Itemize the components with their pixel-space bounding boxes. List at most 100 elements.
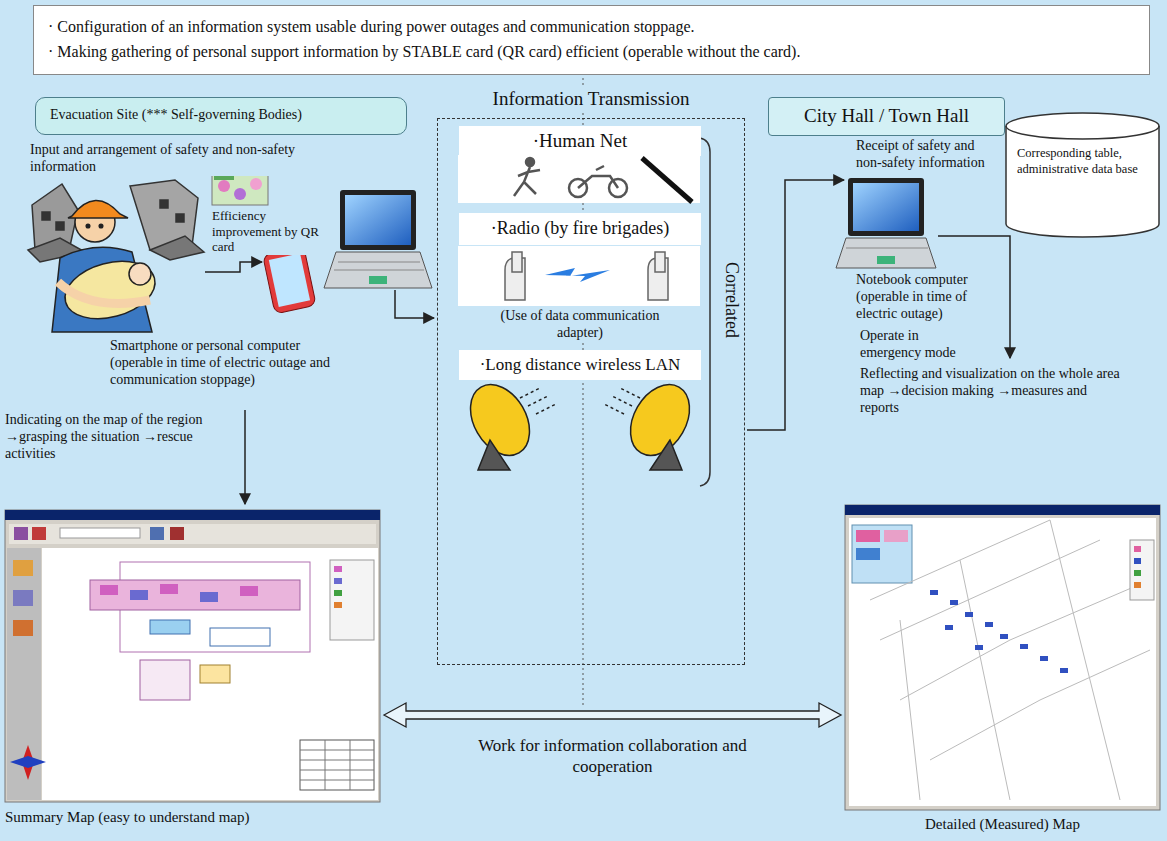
detailed-map-screenshot-part-part [960,560,1010,800]
detailed-map-screenshot-part-part [985,622,993,627]
detailed-map-screenshot-part-part [1020,644,1028,649]
flower-photo-part [234,188,246,200]
rubble-illustration-part [56,222,64,230]
laptop-icon-part [836,238,936,268]
detailed-map-screenshot-part-part [1050,520,1120,800]
summary-map-screenshot-part [200,592,218,602]
detailed-map-screenshot-part [1134,582,1141,588]
summary-map: Summary Map (easy to understand map) [5,510,380,802]
human-net-icons-part-part [578,166,618,188]
human-net-icons-part [458,155,700,203]
rescuer-illustration [52,200,161,332]
summary-map-screenshot-part [240,586,258,596]
annotation-text: Operate in emergency mode [860,328,970,362]
correlation-bracket [700,138,710,486]
rubble-illustration-part [150,236,204,260]
node-text: Evacuation Site (*** Self-governing Bodi… [50,107,392,124]
detailed-map-screenshot-part-part [1040,656,1048,661]
rescuer-illustration-part [68,200,128,218]
detailed-map-screenshot-part-part [1060,668,1068,673]
transmission-frame: Information Transmission·Human Net·Radio… [437,118,745,665]
flower-photo-part [250,178,262,190]
radio-icons-part-part [512,252,522,272]
rescuer-illustration-part [129,263,151,285]
requirements-box: · Configuration of an information system… [33,5,1150,75]
summary-map-screenshot-part [150,620,190,634]
human-net-icons-part [514,158,627,197]
summary-map-screenshot-part [5,510,380,802]
radio-icons-part-part [655,252,665,272]
laptop-icon-part [340,190,416,250]
laptop-icon-part [848,178,924,236]
annotation-text: (Use of data communication adapter) [478,308,682,342]
laptop-icon-part [846,248,928,249]
detailed-map-screenshot [845,505,1160,810]
summary-map-screenshot-part [334,578,342,584]
detailed-map-screenshot-part-part [930,590,938,595]
annotation-text: Input and arrangement of safety and non-… [30,142,330,176]
human-net-icons-part [642,158,692,202]
laptop-icon-part [369,276,387,284]
summary-map-screenshot-part [334,566,342,572]
flower-photo-part [218,180,230,192]
rubble-illustration-part [42,212,50,220]
node-text: Summary Map (easy to understand map) [5,808,380,826]
detailed-map-screenshot-part-part [1000,634,1008,639]
node-text: ·Human Net [465,130,695,152]
detailed-map: Detailed (Measured) Map [845,505,1160,810]
human-net-icons-part-part [526,158,534,166]
annotation-text: Notebook computer (operable in time of e… [856,272,996,322]
detailed-map-screenshot-part-part [900,580,1150,700]
radio-icons-part [505,252,668,300]
annotation-text: Reflecting and visualization on the whol… [860,366,1122,416]
node-text: · Configuration of an information system… [48,15,1135,40]
rescuer-illustration-part [99,224,103,228]
summary-map-screenshot-part [130,590,148,600]
summary-map-screenshot-part [300,740,374,790]
detailed-map-screenshot-part [930,590,1068,673]
detailed-map-screenshot-part [845,505,1160,515]
flow-arrow [395,290,434,318]
node-body-text: · Making gathering of personal support i… [48,40,1135,65]
antenna-dishes-part [520,388,556,414]
site-header-box: Evacuation Site (*** Self-governing Bodi… [35,97,407,135]
summary-map-screenshot-part [13,620,33,636]
summary-map-screenshot-part [100,585,118,595]
laptop-icon-part [334,270,424,271]
human-net-icons [458,155,700,203]
channel-band: ·Long distance wireless LAN [459,350,701,380]
channel-band: ·Human Net [459,126,701,156]
summary-map-screenshot-part [300,740,374,790]
rubble-illustration-part [176,214,184,222]
antenna-dishes-part [458,374,541,466]
summary-map-screenshot-part [13,560,33,576]
city-hall-box: City Hall / Town Hall [768,97,1005,136]
smartphone-icon-part [263,246,317,313]
summary-map-screenshot-part [160,584,178,594]
flow-arrow [205,262,262,272]
antenna-dishes [458,374,701,470]
annotation-text: Receipt of safety and non-safety informa… [856,138,1001,172]
detailed-map-screenshot-part-part [930,650,1150,760]
connector-label: Work for information collaboration and c… [478,735,748,778]
human-net-icons-part-part [514,167,540,196]
flow-arrow [244,410,246,504]
channel-band: ·Radio (by fire brigades) [459,213,701,245]
radio-icons [458,246,700,306]
summary-map-screenshot-part [150,527,164,540]
summary-map-screenshot [5,510,380,802]
summary-map-screenshot-part [5,510,380,520]
rescuer-illustration-part [86,224,90,228]
flower-photo [212,172,268,205]
rescuer-illustration-part [58,282,150,303]
cylinder-top [1006,126,1159,139]
summary-map-screenshot-part [334,602,342,608]
summary-map-screenshot-part [13,590,33,606]
summary-map-screenshot-part [330,560,374,640]
detailed-map-screenshot-part-part [965,612,973,617]
detailed-map-screenshot-part [845,505,1160,810]
summary-map-screenshot-part [32,527,46,540]
rubble-illustration-part [160,200,168,208]
radio-icons-part [545,268,610,282]
